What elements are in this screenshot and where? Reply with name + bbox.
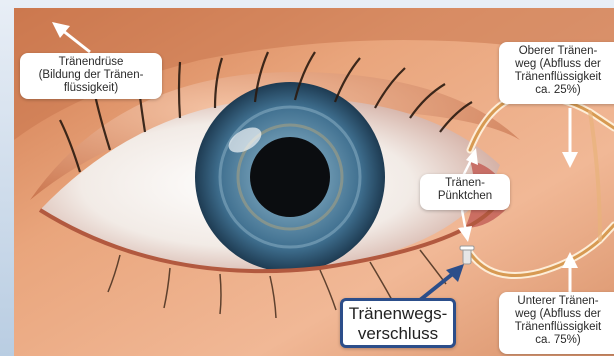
upper-duct-line-1: Oberer Tränen-: [503, 45, 613, 58]
occlusion-line-1: Tränenwegs-: [345, 304, 451, 324]
lacrimal-gland-line-2: (Bildung der Tränen-: [24, 69, 158, 82]
upper-duct-label: Oberer Tränen- weg (Abfluss der Tränenfl…: [499, 42, 614, 104]
upper-duct-line-4: ca. 25%): [503, 84, 613, 97]
lower-duct-label: Unterer Tränen- weg (Abfluss der Tränenf…: [499, 292, 614, 354]
upper-duct-line-3: Tränenflüssigkeit: [503, 71, 613, 84]
lacrimal-gland-line-1: Tränendrüse: [24, 56, 158, 69]
puncta-line-1: Tränen-: [424, 177, 506, 190]
occlusion-label: Tränenwegs- verschluss: [340, 298, 456, 348]
lower-duct-line-4: ca. 75%): [503, 334, 613, 347]
puncta-label: Tränen- Pünktchen: [420, 174, 510, 210]
lower-duct-line-3: Tränenflüssigkeit: [503, 321, 613, 334]
lacrimal-gland-line-3: flüssigkeit): [24, 82, 158, 95]
lacrimal-gland-label: Tränendrüse (Bildung der Tränen- flüssig…: [20, 53, 162, 99]
puncta-line-2: Pünktchen: [424, 190, 506, 203]
occlusion-line-2: verschluss: [345, 324, 451, 344]
upper-duct-line-2: weg (Abfluss der: [503, 58, 613, 71]
lower-duct-line-1: Unterer Tränen-: [503, 295, 613, 308]
lower-duct-line-2: weg (Abfluss der: [503, 308, 613, 321]
